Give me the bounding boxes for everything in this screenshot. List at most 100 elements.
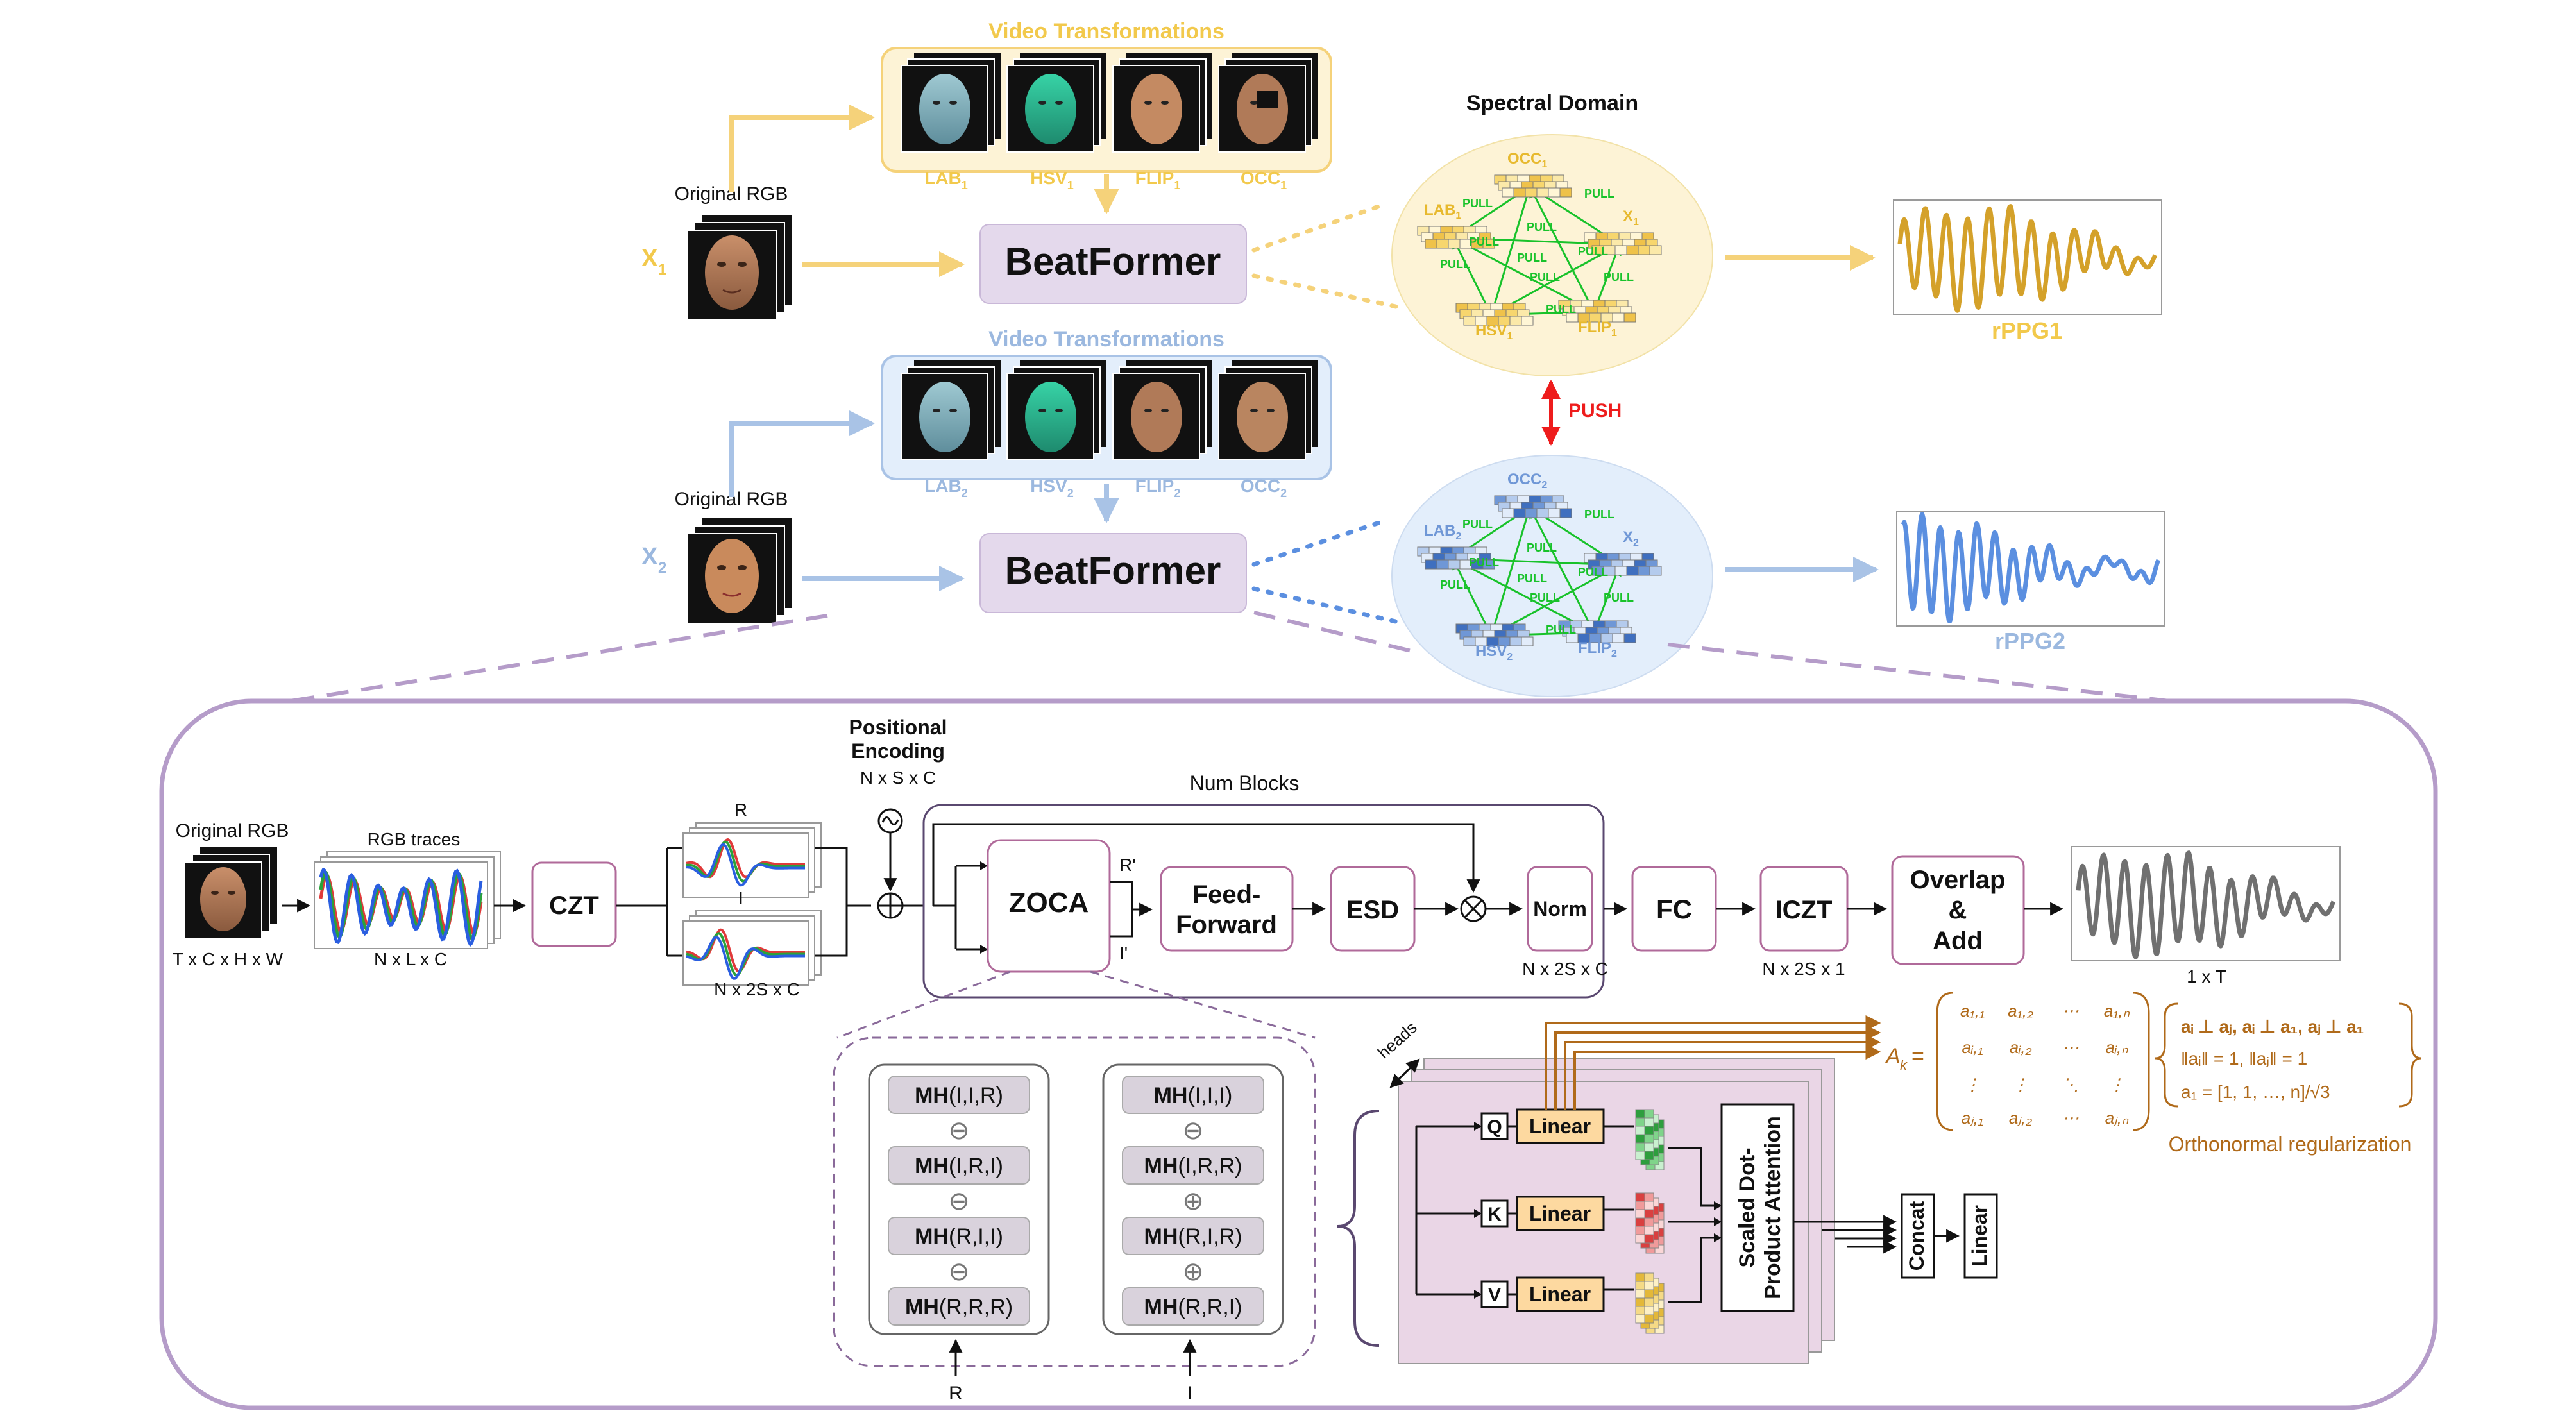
zoca-operator: ⊕ [1182,1187,1204,1215]
pull-label: PULL [1546,623,1576,636]
embedding-occ [1494,174,1572,198]
rppg2-label: rPPG2 [1995,628,2065,654]
r-wave-red [686,838,805,879]
embedding-label: LAB1 [1424,201,1461,221]
mh-block: MH(R,I,R) [1122,1217,1264,1255]
spectral-ellipse-1 [1391,134,1713,376]
embedding-label: FLIP1 [1578,319,1617,339]
iczt-dims: N x 2S x 1 [1762,959,1845,979]
pos-enc-line1: Positional [849,716,947,739]
embedding-hsv [1455,623,1534,646]
mh-block: MH(R,I,I) [888,1217,1030,1255]
curly-brace [1337,1110,1380,1347]
zoca-zoom-left [836,970,1011,1039]
vt-label-hsv: HSV1 [1030,168,1074,192]
matrix-cell: ⋱ [2062,1075,2079,1094]
matrix-cell: ⋮ [2012,1075,2029,1094]
mh-block: MH(I,R,R) [1122,1146,1264,1185]
k-label: K [1487,1204,1502,1225]
matrix-cell: ⋯ [2062,1108,2079,1128]
vt-face-hsv [1006,360,1106,460]
zoca-label: ZOCA [1009,887,1089,918]
beatformer-box-1 [979,224,1247,304]
push-label: PUSH [1568,400,1622,421]
matrix-bracket-right [2132,992,2150,1131]
zoom-line-right [1667,643,2182,704]
pull-label: PULL [1517,572,1547,585]
zoca-outputs [1110,881,1151,938]
svg-text:MH(R,R,I): MH(R,R,I) [1144,1295,1242,1319]
rgb-traces-label: RGB traces [368,829,461,849]
svg-text:MH(R,R,R): MH(R,R,R) [905,1295,1013,1319]
pull-label: PULL [1604,271,1634,283]
pull-label: PULL [1527,221,1557,233]
matrix-cell: ⋮ [1964,1075,1981,1094]
i-prime-label: I' [1119,943,1128,963]
r-prime-label: R' [1119,855,1136,875]
iczt-label: ICZT [1775,896,1833,924]
pipeline-orig-dims: T x C x H x W [173,949,284,969]
rppg2-signal [1901,512,2161,623]
x2-label: X 2 [641,543,666,577]
pull-label: PULL [1469,556,1499,569]
zoca-bottom-r: R [949,1383,963,1404]
output-signal [2076,850,2336,959]
svg-text:X: X [641,543,658,570]
split-lines [616,847,685,957]
vt-label-occ: OCC2 [1241,476,1287,500]
matrix-cell: aᵢ,₂ [2010,1038,2032,1057]
constraint-1: aᵢ ⊥ aⱼ, aᵢ ⊥ a₁, aⱼ ⊥ a₁ [2181,1017,2364,1036]
dotted-link-1a [1251,203,1385,253]
ak-label: A k = [1885,1044,1924,1073]
zoca-inputs [933,865,980,951]
heads-arrow [1389,1058,1420,1088]
embedding-occ [1494,495,1572,518]
pipeline-face-stack [184,847,277,940]
matrix-cell: aⱼ,ₙ [2105,1108,2129,1128]
linear-q-box [1516,1108,1605,1144]
matrix-cell: aⱼ,₂ [2009,1108,2032,1128]
sdpa-line2: Product Attention [1761,1116,1785,1299]
embedding-label: OCC2 [1507,471,1547,491]
spectral-domain-title: Spectral Domain [1466,91,1638,115]
concat-box [1901,1193,1935,1279]
architecture-panel [159,698,2438,1410]
r-spectra-stack [682,822,822,898]
split-dims: N x 2S x C [714,979,800,999]
heads-label: heads [1374,1018,1421,1063]
mh-block: MH(R,R,R) [888,1287,1030,1326]
traces-dims: N x L x C [374,949,447,969]
zoca-operator: ⊖ [948,1117,970,1145]
matrix-cell: ⋯ [2062,1001,2079,1020]
constraint-brace-right [2398,1002,2422,1108]
dotted-link-1b [1251,273,1404,310]
svg-text:MH(R,I,I): MH(R,I,I) [915,1224,1003,1249]
arrow-x2-to-vt [729,410,875,497]
embedding-lab [1417,226,1495,249]
vt-label-occ: OCC1 [1241,168,1287,192]
q-label: Q [1487,1117,1502,1138]
merge-lines [815,847,871,957]
constraint-2: ‖aᵢ‖ = 1, ‖aⱼ‖ = 1 [2181,1049,2307,1069]
pull-label: PULL [1584,508,1614,521]
norm-label: Norm [1533,897,1587,920]
svg-text:MH(R,I,R): MH(R,I,R) [1144,1224,1242,1249]
vt-face-occ [1218,360,1318,460]
dotted-link-2a [1251,520,1382,567]
add-op-plus [879,894,902,917]
linear-k-box [1516,1196,1605,1231]
pull-label: PULL [1527,541,1557,554]
pull-label: PULL [1546,303,1576,316]
svg-text:MH(I,R,I): MH(I,R,I) [915,1154,1003,1178]
pos-dims: N x S x C [860,768,936,788]
zoca-left-stack: MH(I,I,R)MH(I,R,I)MH(R,I,I)MH(R,R,R)⊖⊖⊖ [888,1076,1030,1326]
embedding-label: OCC1 [1507,150,1547,170]
zoca-operator: ⊖ [948,1258,970,1286]
num-blocks-container [922,804,1605,999]
zoom-line-left [282,614,828,704]
vt-faces-1 [901,53,1318,153]
dotted-link-2b [1251,586,1401,625]
